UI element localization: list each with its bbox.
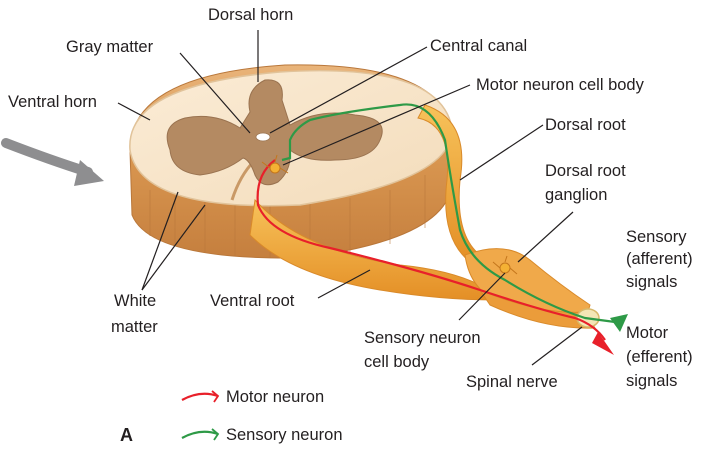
legend-motor-neuron-label: Motor neuron bbox=[226, 388, 324, 406]
label-sensory-line1: Sensory bbox=[626, 228, 687, 246]
label-motor-line3: signals bbox=[626, 372, 677, 390]
label-dorsal-root: Dorsal root bbox=[545, 116, 626, 134]
label-sensory-line3: signals bbox=[626, 273, 677, 291]
label-ventral-root: Ventral root bbox=[210, 292, 295, 310]
label-white-matter-line1: White bbox=[114, 292, 156, 310]
label-sensory-neuron-cell-body-line1: Sensory neuron bbox=[364, 329, 481, 347]
label-white-matter-line2: matter bbox=[111, 318, 158, 336]
label-sensory-neuron-cell-body-line2: cell body bbox=[364, 353, 430, 371]
legend: Motor neuron A Sensory neuron bbox=[120, 388, 343, 445]
label-dorsal-root-ganglion-line2: ganglion bbox=[545, 186, 607, 204]
label-sensory-line2: (afferent) bbox=[626, 250, 693, 268]
label-motor-line2: (efferent) bbox=[626, 348, 693, 366]
label-motor-line1: Motor bbox=[626, 324, 669, 342]
legend-sensory-neuron-label: Sensory neuron bbox=[226, 426, 343, 444]
label-gray-matter: Gray matter bbox=[66, 38, 154, 56]
label-spinal-nerve: Spinal nerve bbox=[466, 373, 558, 391]
label-motor-neuron-cell-body: Motor neuron cell body bbox=[476, 76, 645, 94]
label-dorsal-root-ganglion-line1: Dorsal root bbox=[545, 162, 626, 180]
panel-letter: A bbox=[120, 425, 133, 445]
legend-sensory-swatch bbox=[182, 432, 218, 438]
label-central-canal: Central canal bbox=[430, 37, 527, 55]
pointer-arrow bbox=[6, 143, 104, 186]
label-dorsal-horn: Dorsal horn bbox=[208, 6, 293, 24]
legend-motor-swatch bbox=[182, 394, 218, 400]
label-ventral-horn: Ventral horn bbox=[8, 93, 97, 111]
